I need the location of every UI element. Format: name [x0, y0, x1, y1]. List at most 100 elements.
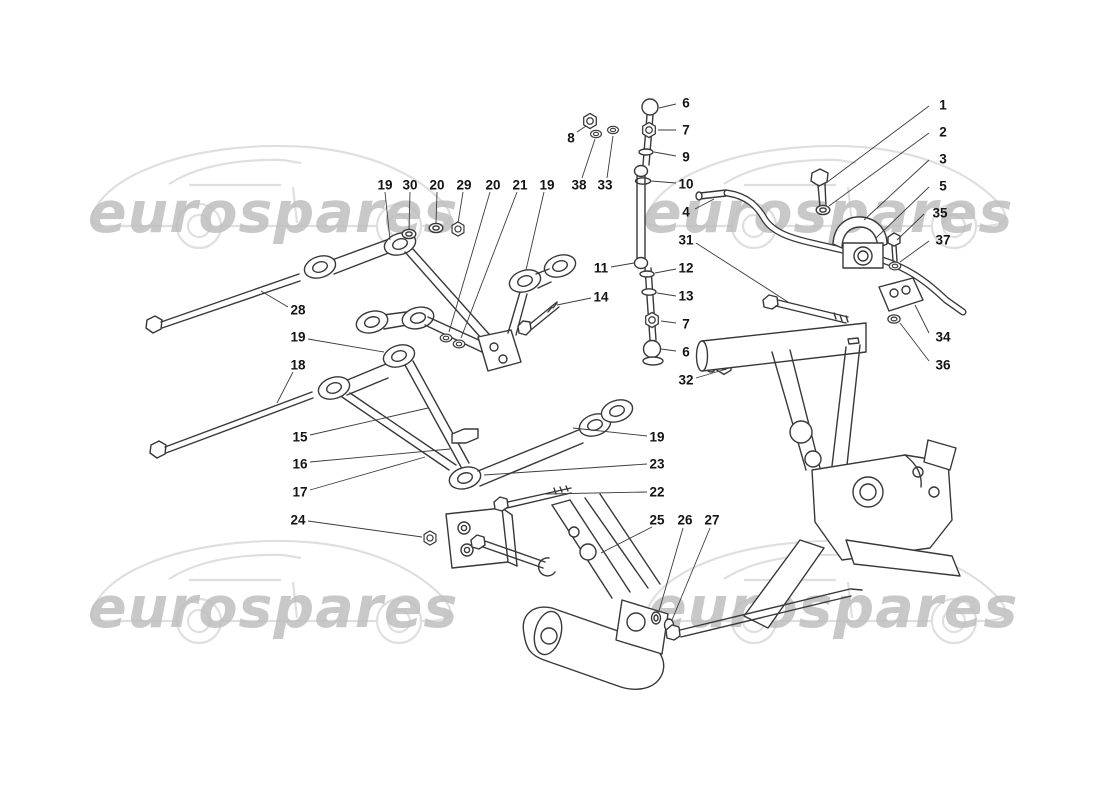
leader-line-13	[656, 292, 677, 297]
leader-line-30	[408, 191, 411, 230]
leader-line-9	[653, 151, 677, 157]
leader-line-14	[556, 297, 592, 306]
leader-line-24	[307, 520, 423, 538]
leader-line-35	[896, 213, 925, 241]
leader-line-21	[460, 191, 518, 339]
callout-35[interactable]: 35	[932, 206, 948, 221]
callout-20[interactable]: 20	[429, 178, 444, 193]
callout-34[interactable]: 34	[935, 330, 951, 345]
leader-line-38	[581, 138, 596, 179]
callout-11[interactable]: 11	[594, 261, 609, 276]
callout-14[interactable]: 14	[593, 290, 609, 305]
callout-9[interactable]: 9	[682, 150, 690, 165]
callout-16[interactable]: 16	[292, 457, 308, 472]
leader-line-5	[875, 186, 930, 239]
leader-line-17	[309, 456, 426, 491]
leader-line-37	[899, 240, 930, 263]
leader-line-8	[576, 125, 587, 133]
stud-nut-washers-top	[583, 112, 620, 139]
leader-line-34	[914, 304, 930, 334]
lower-link-rod	[650, 588, 863, 641]
leader-line-18	[276, 371, 294, 404]
callout-25[interactable]: 25	[649, 513, 665, 528]
leader-line-19	[525, 191, 545, 271]
strut-plates	[551, 493, 661, 599]
leader-line-26	[658, 527, 684, 612]
leader-line-20	[435, 191, 438, 224]
leader-line-20	[448, 191, 491, 333]
callout-13[interactable]: 13	[678, 289, 694, 304]
callout-10[interactable]: 10	[678, 177, 693, 192]
callout-7[interactable]: 7	[682, 123, 690, 138]
callout-30[interactable]: 30	[402, 178, 417, 193]
callout-18[interactable]: 18	[290, 358, 306, 373]
callout-23[interactable]: 23	[649, 457, 665, 472]
leader-line-15	[309, 407, 429, 436]
leader-line-16	[309, 448, 451, 463]
tie-rod-upper	[145, 273, 301, 334]
callout-27[interactable]: 27	[704, 513, 719, 528]
callout-3[interactable]: 3	[939, 152, 947, 167]
callout-19[interactable]: 19	[649, 430, 664, 445]
upper-wishbone	[300, 221, 580, 372]
leader-line-10	[650, 180, 677, 184]
tie-rod-lower	[149, 391, 314, 459]
leader-line-12	[654, 268, 677, 274]
watermark-layer: eurospares eurospares eurospares eurospa…	[88, 144, 1017, 645]
callout-28[interactable]: 28	[290, 303, 306, 318]
callout-2[interactable]: 2	[939, 125, 947, 140]
callout-19[interactable]: 19	[377, 178, 392, 193]
leader-line-25	[600, 526, 653, 554]
callout-4[interactable]: 4	[682, 205, 690, 220]
callout-20[interactable]: 20	[485, 178, 500, 193]
callout-15[interactable]: 15	[292, 430, 308, 445]
callout-19[interactable]: 19	[539, 178, 554, 193]
leader-line-28	[260, 290, 289, 308]
leader-line-4	[694, 198, 715, 210]
leader-line-6	[658, 103, 677, 109]
leader-line-32	[695, 366, 734, 379]
callout-5[interactable]: 5	[939, 179, 947, 194]
lower-wishbone	[314, 340, 637, 494]
callout-17[interactable]: 17	[292, 485, 307, 500]
callout-31[interactable]: 31	[678, 233, 694, 248]
callout-19[interactable]: 19	[290, 330, 305, 345]
leader-line-7	[660, 320, 677, 324]
bar-clamp-assembly	[810, 168, 902, 271]
leader-line-3	[863, 159, 930, 221]
callout-29[interactable]: 29	[456, 178, 471, 193]
bolt-14	[517, 301, 560, 336]
leader-line-2	[828, 132, 930, 207]
leader-line-22	[545, 491, 648, 495]
leader-line-11	[610, 262, 635, 268]
callout-12[interactable]: 12	[678, 261, 693, 276]
callout-6[interactable]: 6	[682, 96, 690, 111]
stabilizer-drop-link	[633, 98, 664, 366]
leader-line-6	[660, 348, 677, 352]
callout-8[interactable]: 8	[567, 131, 575, 146]
callout-6[interactable]: 6	[682, 345, 690, 360]
callout-24[interactable]: 24	[290, 513, 306, 528]
callout-7[interactable]: 7	[682, 317, 690, 332]
callout-22[interactable]: 22	[649, 485, 664, 500]
callout-36[interactable]: 36	[935, 358, 951, 373]
leader-line-19	[384, 191, 391, 241]
bolt-31	[762, 294, 849, 324]
callout-33[interactable]: 33	[597, 178, 613, 193]
callout-32[interactable]: 32	[678, 373, 693, 388]
callout-21[interactable]: 21	[512, 178, 528, 193]
bar-clamp-rear	[878, 277, 924, 324]
stabilizer-bar	[695, 189, 967, 316]
watermark-text-bottom-left: eurospares	[88, 575, 458, 641]
callout-26[interactable]: 26	[677, 513, 693, 528]
leader-line-1	[825, 105, 930, 184]
leader-line-33	[606, 135, 614, 179]
leader-line-23	[483, 463, 648, 476]
callout-38[interactable]: 38	[571, 178, 587, 193]
callout-37[interactable]: 37	[935, 233, 950, 248]
leader-line-29	[457, 191, 464, 224]
callout-1[interactable]: 1	[939, 98, 947, 113]
